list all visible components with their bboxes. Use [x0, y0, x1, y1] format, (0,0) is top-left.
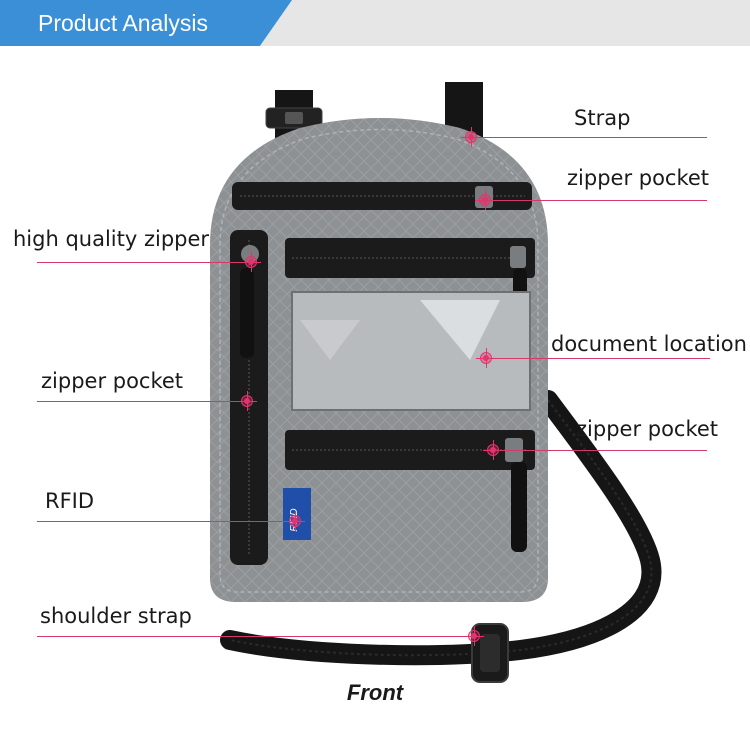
label-zipper-pocket-top: zipper pocket	[567, 166, 710, 190]
leader-strap	[471, 137, 707, 138]
header-tab	[0, 0, 292, 46]
label-zipper-pocket-lower: zipper pocket	[576, 417, 719, 441]
leader-document-location	[486, 358, 710, 359]
leader-rfid	[37, 521, 295, 522]
leader-zipper-pocket-left	[37, 401, 247, 402]
label-rfid: RFID	[45, 489, 95, 513]
view-caption: Front	[346, 680, 404, 705]
leader-zipper-pocket-top	[485, 200, 707, 201]
leader-zipper-pocket-lower	[493, 450, 707, 451]
label-zipper-pocket-left: zipper pocket	[41, 369, 184, 393]
label-high-quality-zipper: high quality zipper	[13, 227, 210, 251]
label-shoulder-strap: shoulder strap	[40, 604, 192, 628]
header-title: Product Analysis	[38, 10, 209, 36]
rfid-tag	[283, 488, 311, 540]
leader-high-quality-zipper	[37, 262, 251, 263]
label-strap: Strap	[574, 106, 631, 130]
label-document-location: document location	[551, 332, 747, 356]
leader-shoulder-strap	[37, 636, 474, 637]
